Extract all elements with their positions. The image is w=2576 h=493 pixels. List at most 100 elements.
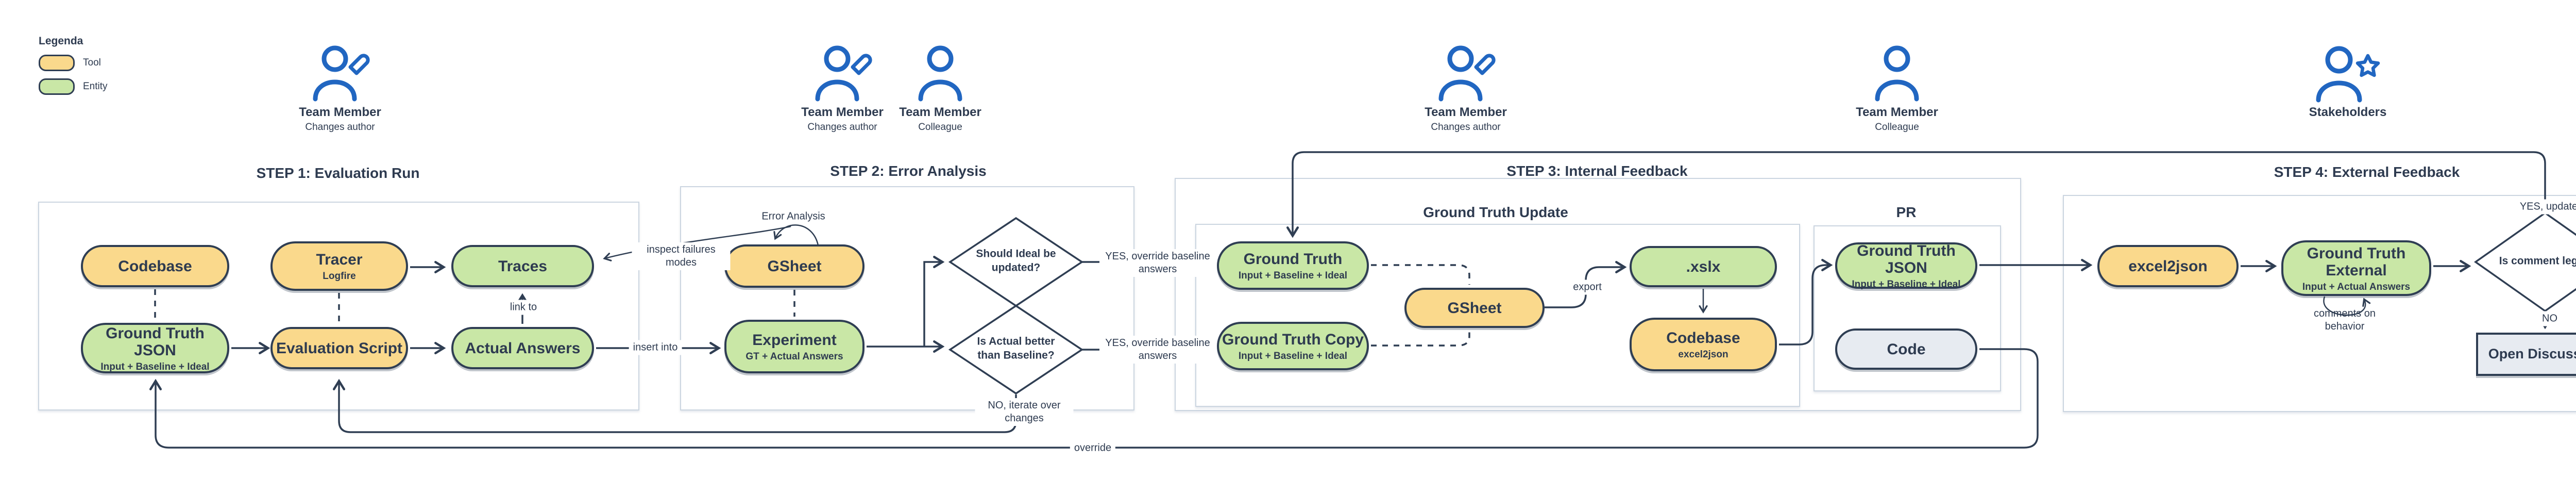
decision-is-actual-better-label: Is Actual better than Baseline? [977,335,1055,361]
node-label: GSheet [767,257,822,275]
decision-is-comment-legit[interactable] [2473,211,2576,313]
node-sublabel: Input + Baseline + Ideal [1238,351,1348,361]
edge-label-error-analysis: Error Analysis [761,210,825,222]
node-ground-truth-json-pr[interactable]: Ground Truth JSON Input + Baseline + Ide… [1835,242,1977,289]
edge-groundtruth-gsheet3-dashed [1371,264,1470,285]
node-actual-answers[interactable]: Actual Answers [451,327,594,369]
actor-team-member-3: Team Member Colleague [858,42,1023,133]
edge-comments-loop [2323,296,2371,316]
actor-role: Colleague [918,122,962,133]
legend-tool-label: Tool [83,57,101,68]
legend-title: Legenda [39,35,83,47]
person-star-icon [2316,46,2380,103]
node-codebase-excel2json[interactable]: Codebase excel2json [1630,318,1777,371]
node-open-discussion[interactable]: Open Discussion [2476,333,2576,376]
legend-item-tool: Tool [39,55,108,71]
node-label: Codebase [1666,330,1740,347]
step2-title: STEP 2: Error Analysis [830,163,987,179]
node-label: Ground Truth Copy [1222,331,1364,348]
actor-name: Team Member [1856,105,1938,119]
node-excel2json[interactable]: excel2json [2097,245,2239,287]
node-label: Ground Truth JSON [106,324,205,359]
actor-stakeholders: Stakeholders [2265,42,2430,122]
node-sublabel: excel2json [1678,349,1728,360]
edge-label-yes-update: YES, update [2515,199,2576,215]
actor-team-member-5: Team Member Colleague [1815,42,1979,133]
node-label: Traces [498,257,548,275]
actor-name: Team Member [899,105,981,119]
tool-swatch-icon [39,55,75,71]
actor-name: Team Member [1425,105,1507,119]
edge-label-no-iterate: NO, iterate over changes [975,398,1074,426]
node-sublabel: Logfire [323,271,356,282]
decision-is-comment-legit-label: Is comment legit? [2499,255,2576,267]
person-edit-icon [313,45,370,102]
node-ground-truth-json[interactable]: Ground Truth JSON Input + Baseline + Ide… [81,323,229,373]
node-sublabel: Input + Baseline + Ideal [1852,278,1961,290]
node-label: .xslx [1686,258,1721,275]
actor-role: Changes author [305,122,375,133]
node-label: Ground Truth External [2307,244,2406,279]
step4-box [2063,195,2576,412]
step3-title: STEP 3: Internal Feedback [1506,163,1688,179]
edge-no-iterate [332,379,1017,433]
decision-should-ideal-label: Should Ideal be updated? [976,248,1056,274]
node-label: Open Discussion [2488,346,2576,362]
legend-entity-label: Entity [83,81,108,92]
node-label: Ground Truth [1243,251,1343,268]
node-label: excel2json [2128,257,2208,275]
edge-groundtruthcopy-gsheet3-dashed [1371,330,1470,347]
actor-role: Colleague [1875,122,1919,133]
person-icon [918,45,962,102]
actor-name: Team Member [299,105,381,119]
edge-yes-update [1286,151,2546,238]
node-code[interactable]: Code [1835,328,1977,370]
actor-name: Stakeholders [2309,105,2387,119]
step1-title: STEP 1: Evaluation Run [256,165,420,181]
node-experiment[interactable]: Experiment GT + Actual Answers [724,320,865,373]
node-codebase[interactable]: Codebase [81,245,229,287]
node-evaluation-script[interactable]: Evaluation Script [270,327,408,369]
node-sublabel: Input + Baseline + Ideal [1238,270,1348,281]
pr-title: PR [1896,204,1917,220]
edge-label-no: NO [2538,311,2562,326]
edge-label-inspect-failures: inspect failures modes [632,242,731,270]
actor-role: Changes author [807,122,877,133]
node-label: Evaluation Script [276,339,403,357]
node-label: Tracer [316,251,363,268]
edge-label-link-to: link to [505,300,541,315]
node-xslx[interactable]: .xslx [1630,246,1777,287]
step2-box [680,186,1134,410]
node-gsheet-step2[interactable]: GSheet [724,244,865,288]
edge-label-yes-override-1: YES, override baseline answers [1099,249,1216,277]
edge-experiment-diamond1 [923,255,945,347]
actor-team-member-4: Team Member Changes author [1383,42,1548,133]
edge-label-insert-into: insert into [629,340,682,355]
edge-label-override: override [1070,440,1116,456]
edge-label-comments-on-behavior: comments on behavior [2313,308,2376,332]
entity-swatch-icon [39,78,75,95]
node-label: Actual Answers [465,339,581,357]
legend-item-entity: Entity [39,78,108,95]
node-gsheet-step3[interactable]: GSheet [1404,288,1545,328]
node-label: Experiment [752,332,837,349]
node-sublabel: GT + Actual Answers [745,351,843,362]
person-edit-icon [1438,45,1496,102]
edge-label-export: export [1569,280,1606,295]
node-ground-truth-external[interactable]: Ground Truth External Input + Actual Ans… [2281,240,2431,296]
actor-name: Team Member [801,105,884,119]
node-ground-truth-copy[interactable]: Ground Truth Copy Input + Baseline + Ide… [1217,322,1369,370]
node-sublabel: Input + Actual Answers [2302,281,2411,292]
decision-is-actual-better[interactable] [948,304,1084,395]
node-traces[interactable]: Traces [451,245,594,287]
edge-error-analysis-loop [773,224,819,246]
actor-team-member-1: Team Member Changes author [258,42,422,133]
node-ground-truth[interactable]: Ground Truth Input + Baseline + Ideal [1217,241,1369,290]
edge-codebase-gtjsonpr [1779,258,1833,346]
node-label: GSheet [1447,299,1502,317]
node-label: Codebase [118,257,192,275]
node-sublabel: Input + Baseline + Ideal [100,361,210,372]
node-tracer[interactable]: Tracer Logfire [270,241,408,291]
